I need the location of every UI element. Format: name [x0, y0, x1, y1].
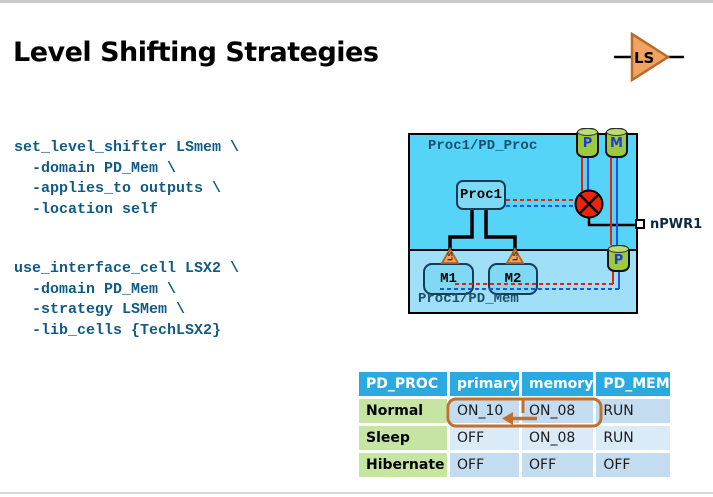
- table-cell: ON_08: [522, 399, 594, 423]
- npwr1-net-label: nPWR1: [650, 217, 703, 232]
- table-row: Sleep OFF ON_08 RUN: [359, 426, 670, 450]
- port-m-top: M: [605, 128, 628, 158]
- table-cell: OFF: [596, 453, 670, 477]
- table-row: Hibernate OFF OFF OFF: [359, 453, 670, 477]
- code-line: -location self: [14, 200, 159, 218]
- slide-bottom-border: [0, 492, 713, 494]
- power-state-table: PD_PROC primary memory PD_MEM Normal ON_…: [356, 369, 673, 480]
- level-shifter-icon: LS: [612, 31, 686, 83]
- code-block-set-level-shifter: set_level_shifter LSmem \ -domain PD_Mem…: [14, 138, 239, 220]
- port-cap: [606, 128, 627, 136]
- code-block-use-interface-cell: use_interface_cell LSX2 \ -domain PD_Mem…: [14, 259, 239, 341]
- table-header-cell: memory: [522, 372, 594, 396]
- port-cap: [577, 128, 598, 136]
- table-cell: ON_10: [450, 399, 519, 423]
- table-cell: Sleep: [359, 426, 447, 450]
- code-line: -lib_cells {TechLSX2}: [14, 321, 222, 339]
- code-line: -applies_to outputs \: [14, 180, 222, 197]
- code-line: -strategy LSMem \: [14, 301, 186, 318]
- table-cell: RUN: [596, 399, 670, 423]
- table-cell: OFF: [450, 426, 519, 450]
- power-domain-diagram: Proc1/PD_Proc Proc1/PD_Mem Proc1 M1 M2 P…: [408, 128, 702, 314]
- code-line: use_interface_cell LSX2 \: [14, 260, 240, 277]
- port-p-bottom: P: [607, 245, 630, 272]
- slide-top-border: [0, 0, 713, 3]
- table-cell: Normal: [359, 399, 447, 423]
- proc1-block: Proc1: [456, 180, 506, 210]
- table-cell: OFF: [522, 453, 594, 477]
- code-line: -domain PD_Mem \: [14, 280, 177, 298]
- table-row: Normal ON_10 ON_08 RUN: [359, 399, 670, 423]
- table-cell: ON_08: [522, 426, 594, 450]
- code-line: set_level_shifter LSmem \: [14, 139, 240, 156]
- port-p-top: P: [576, 128, 599, 158]
- port-letter: P: [613, 253, 624, 268]
- port-letter: P: [582, 136, 593, 151]
- table-cell: RUN: [596, 426, 670, 450]
- table-header-row: PD_PROC primary memory PD_MEM: [359, 372, 670, 396]
- port-letter: M: [610, 136, 623, 151]
- page-title: Level Shifting Strategies: [13, 37, 379, 68]
- table-header-cell: primary: [450, 372, 519, 396]
- ls-symbol-label: LS: [634, 49, 654, 67]
- table-header-cell: PD_MEM: [596, 372, 670, 396]
- pd-mem-label: Proc1/PD_Mem: [418, 291, 519, 307]
- port-cap: [608, 245, 629, 253]
- table-header-cell: PD_PROC: [359, 372, 447, 396]
- table-cell: Hibernate: [359, 453, 447, 477]
- code-line: -domain PD_Mem \: [14, 159, 177, 177]
- table-cell: OFF: [450, 453, 519, 477]
- pd-proc-label: Proc1/PD_Proc: [428, 138, 538, 154]
- npwr1-net-pin: [635, 219, 645, 229]
